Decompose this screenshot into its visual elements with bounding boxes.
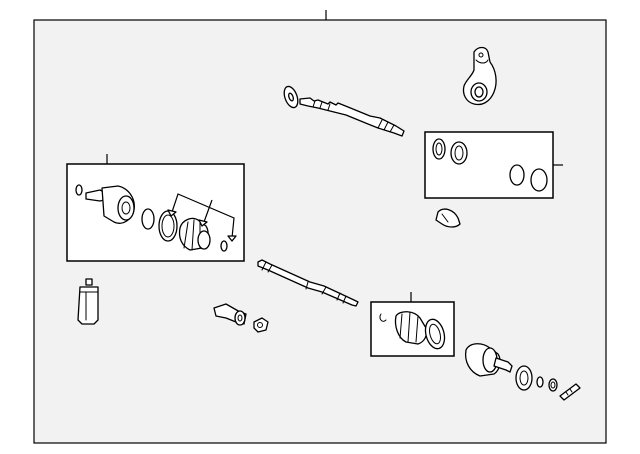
dust-shield[interactable] — [435, 208, 461, 228]
bearing-bracket[interactable] — [462, 46, 497, 106]
outer-cv-joint[interactable] — [464, 343, 581, 401]
seal-kit[interactable] — [432, 138, 548, 192]
inner-cv-joint[interactable] — [213, 303, 247, 326]
axle-shaft-lower[interactable] — [257, 259, 359, 307]
axle-shaft-upper[interactable] — [282, 85, 405, 137]
outer-joint-boot-kit[interactable] — [379, 311, 448, 351]
spring-pin-clip[interactable] — [253, 317, 269, 333]
inner-joint-boot-kit[interactable] — [75, 184, 237, 252]
inner-boot-kit-box — [66, 163, 245, 262]
grease-tube[interactable] — [77, 278, 99, 325]
